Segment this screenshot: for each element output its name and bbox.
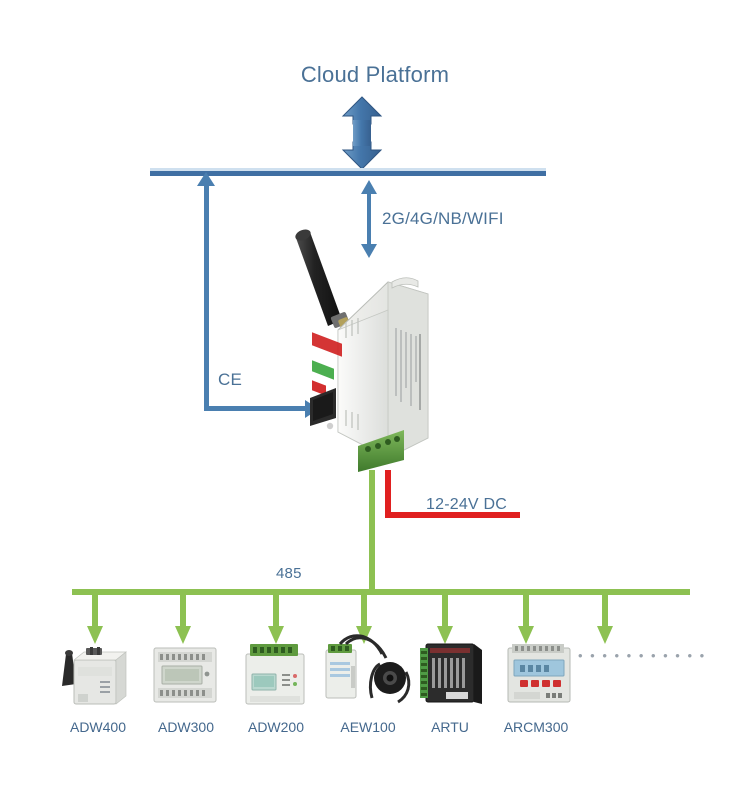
bus-drop-arrow [87,592,103,644]
bus-drop-arrow [518,592,534,644]
device-label-arcm300: ARCM300 [503,719,569,735]
device-icon-arcm300 [507,644,571,703]
cloud-platform-title: Cloud Platform [300,62,450,87]
bus-drop-arrow [356,592,372,644]
power-line-horizontal [385,512,520,518]
device-icon-adw200 [245,644,305,705]
bus-drop-arrow [437,592,453,644]
more-devices-ellipsis: • • • • • • • • • • • [578,648,707,663]
device-label-adw300: ADW300 [157,719,215,735]
device-icon-adw300 [153,647,217,703]
bus-drop-arrow [175,592,191,644]
ce-horizontal-line [204,406,308,411]
bus-drop-arrow [268,592,284,644]
iot-gateway-device [295,229,429,472]
terminal-block [358,430,404,472]
power-line-vertical [385,470,391,518]
device-label-artu: ARTU [431,719,469,735]
device-label-aew100: AEW100 [340,719,396,735]
rs485-bus-line [72,589,690,595]
device-label-adw200: ADW200 [247,719,305,735]
ce-arrowhead-up [197,172,215,186]
device-icon-adw400 [62,647,127,705]
wireless-protocol-label: 2G/4G/NB/WIFI [382,209,504,228]
antenna-icon [295,229,352,333]
power-supply-label: 12-24V DC [426,496,507,513]
ce-vertical-line [204,184,209,410]
wireless-link-double-arrow [361,180,377,258]
ce-label: CE [218,370,243,389]
bus-drop-arrow [597,592,613,644]
rs485-label: 485 [276,565,302,582]
device-icon-artu [420,643,482,704]
cloud-bus-line [150,171,546,176]
device-icon-aew100 [325,634,411,704]
cloud-bus-highlight [150,168,546,171]
cloud-uplink-double-arrow [341,96,383,170]
device-label-adw400: ADW400 [69,719,127,735]
ethernet-port-icon [310,388,336,426]
rs485-riser-line [369,470,375,592]
